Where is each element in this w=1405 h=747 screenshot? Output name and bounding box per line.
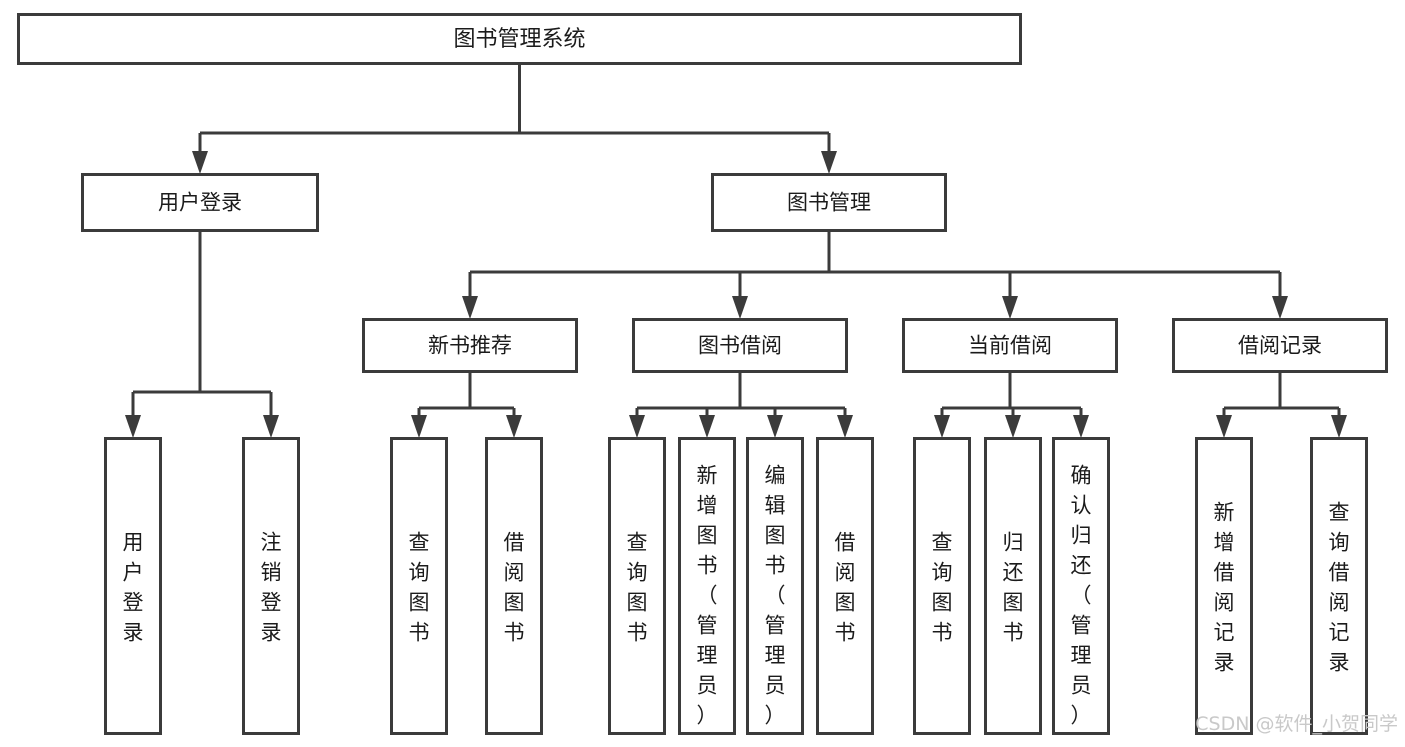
node-box[interactable] <box>984 437 1042 735</box>
arrow-head-icon <box>192 151 208 174</box>
arrow-head-icon <box>263 415 279 438</box>
node-label: 用户登录 <box>158 191 242 215</box>
arrow-head-icon <box>411 415 427 438</box>
arrow-head-icon <box>462 296 478 319</box>
node-label-vertical: 新增图书（管理员） <box>697 463 718 727</box>
arrow-head-icon <box>1073 415 1089 438</box>
node-box[interactable] <box>1310 437 1368 735</box>
node-box[interactable] <box>678 437 736 735</box>
node-label-vertical: 查询图书 <box>409 530 430 644</box>
arrow-head-icon <box>125 415 141 438</box>
csdn-watermark: CSDN @软件_小贺同学 <box>1195 713 1398 735</box>
node-label: 当前借阅 <box>968 334 1052 358</box>
node-book-manage[interactable]: 图书管理 <box>711 173 947 232</box>
node-box[interactable] <box>711 173 947 232</box>
node-leaf-user-login[interactable]: 用户登录 <box>104 437 162 735</box>
arrow-head-icon <box>1005 415 1021 438</box>
node-label-vertical: 借阅图书 <box>835 530 856 644</box>
node-leaf-return-book[interactable]: 归还图书 <box>984 437 1042 735</box>
node-layer: 图书管理系统用户登录图书管理新书推荐图书借阅当前借阅借阅记录用户登录注销登录查询… <box>17 13 1388 735</box>
node-box[interactable] <box>902 318 1118 373</box>
connector-layer <box>125 65 1347 438</box>
node-box[interactable] <box>913 437 971 735</box>
arrow-head-icon <box>1002 296 1018 319</box>
node-label: 图书借阅 <box>698 334 782 358</box>
node-label-vertical: 编辑图书（管理员） <box>765 463 786 727</box>
node-new-book-recommend[interactable]: 新书推荐 <box>362 318 578 373</box>
node-leaf-add-book-admin[interactable]: 新增图书（管理员） <box>678 437 736 735</box>
arrow-head-icon <box>821 151 837 174</box>
node-box[interactable] <box>746 437 804 735</box>
node-label-vertical: 查询图书 <box>932 530 953 644</box>
node-box[interactable] <box>608 437 666 735</box>
node-leaf-query-borrow-record[interactable]: 查询借阅记录 <box>1310 437 1368 735</box>
node-box[interactable] <box>242 437 300 735</box>
node-leaf-query-book-rec[interactable]: 查询图书 <box>390 437 448 735</box>
node-leaf-query-book-current[interactable]: 查询图书 <box>913 437 971 735</box>
node-box[interactable] <box>1172 318 1388 373</box>
node-leaf-add-borrow-record[interactable]: 新增借阅记录 <box>1195 437 1253 735</box>
node-user-login[interactable]: 用户登录 <box>81 173 319 232</box>
node-label-vertical: 查询图书 <box>627 530 648 644</box>
node-label-vertical: 借阅图书 <box>504 530 525 644</box>
arrow-head-icon <box>1272 296 1288 319</box>
node-leaf-query-book-borrow[interactable]: 查询图书 <box>608 437 666 735</box>
node-box[interactable] <box>81 173 319 232</box>
node-label-vertical: 注销登录 <box>261 530 282 644</box>
arrow-head-icon <box>934 415 950 438</box>
node-root[interactable]: 图书管理系统 <box>17 13 1022 65</box>
node-current-borrow[interactable]: 当前借阅 <box>902 318 1118 373</box>
node-box[interactable] <box>104 437 162 735</box>
arrow-head-icon <box>1331 415 1347 438</box>
node-borrow-record[interactable]: 借阅记录 <box>1172 318 1388 373</box>
arrow-head-icon <box>767 415 783 438</box>
arrow-head-icon <box>732 296 748 319</box>
node-leaf-edit-book-admin[interactable]: 编辑图书（管理员） <box>746 437 804 735</box>
node-box[interactable] <box>1052 437 1110 735</box>
node-box[interactable] <box>17 13 1022 65</box>
node-label-vertical: 归还图书 <box>1003 530 1024 644</box>
arrow-head-icon <box>1216 415 1232 438</box>
arrow-head-icon <box>837 415 853 438</box>
node-leaf-borrow-book[interactable]: 借阅图书 <box>816 437 874 735</box>
node-box[interactable] <box>362 318 578 373</box>
node-box[interactable] <box>390 437 448 735</box>
node-box[interactable] <box>632 318 848 373</box>
node-book-borrow[interactable]: 图书借阅 <box>632 318 848 373</box>
node-label: 新书推荐 <box>428 334 512 358</box>
node-box[interactable] <box>816 437 874 735</box>
node-label: 图书管理 <box>787 191 871 215</box>
node-leaf-logout[interactable]: 注销登录 <box>242 437 300 735</box>
node-label-vertical: 查询借阅记录 <box>1329 500 1350 674</box>
node-label-vertical: 确认归还（管理员） <box>1071 463 1092 727</box>
arrow-head-icon <box>699 415 715 438</box>
arrow-head-icon <box>506 415 522 438</box>
node-label-vertical: 新增借阅记录 <box>1214 500 1235 674</box>
node-leaf-borrow-book-rec[interactable]: 借阅图书 <box>485 437 543 735</box>
node-label: 图书管理系统 <box>453 27 585 52</box>
node-box[interactable] <box>1195 437 1253 735</box>
node-label: 借阅记录 <box>1238 334 1322 358</box>
node-box[interactable] <box>485 437 543 735</box>
arrow-head-icon <box>629 415 645 438</box>
node-label-vertical: 用户登录 <box>123 530 144 644</box>
node-leaf-confirm-return-admin[interactable]: 确认归还（管理员） <box>1052 437 1110 735</box>
